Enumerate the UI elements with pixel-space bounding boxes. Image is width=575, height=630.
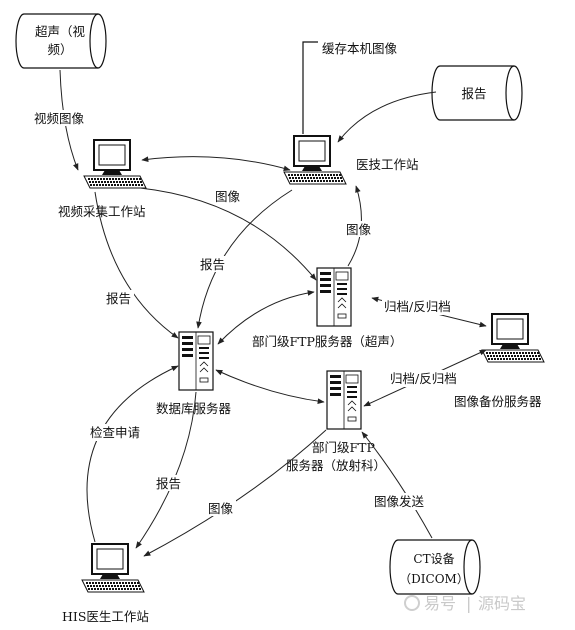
ct-device-label-line1: CT设备 — [413, 552, 454, 566]
ftp-server-radiology: 部门级FTP 服务器（放射科） — [286, 370, 386, 473]
edge-his-to-database — [86, 365, 179, 543]
edge-video-ws-to-ftp-ultrasound — [139, 187, 317, 281]
edge-label-report-2: 报告 — [106, 291, 131, 306]
medical-tech-workstation: 医技工作站 — [283, 135, 419, 185]
edge-ftp-ultrasound-database — [217, 290, 315, 345]
database-server: 数据库服务器 — [156, 331, 232, 416]
edge-label-image-send: 图像发送 — [374, 494, 425, 509]
edge-label-video-image: 视频图像 — [34, 111, 85, 126]
edge-label-exam-request: 检查申请 — [90, 425, 140, 440]
edge-ftp-radiology-to-his — [143, 429, 327, 557]
edge-label-image-1: 图像 — [215, 189, 241, 204]
watermark-name: 源码宝 — [478, 594, 526, 613]
video-capture-workstation: 视频采集工作站 — [58, 139, 147, 219]
edge-label-image-3: 图像 — [208, 501, 234, 516]
edge-database-to-his — [135, 391, 197, 549]
edge-database-ftp-radiology — [215, 369, 325, 404]
edge-ct-to-ftp-radiology — [361, 431, 433, 539]
edge-label-archive-1: 归档/反归档 — [384, 299, 451, 314]
edge-label-report-3: 报告 — [156, 476, 181, 491]
his-doctor-workstation: HIS医生工作站 — [62, 543, 149, 624]
ct-device-storage: CT设备 （DICOM） — [389, 539, 481, 595]
edge-video-ws-to-database — [94, 191, 179, 339]
edge-label-report-1: 报告 — [200, 257, 225, 272]
image-backup-server-label: 图像备份服务器 — [454, 394, 542, 409]
edge-report-to-medtech — [337, 91, 437, 143]
watermark-brand: 易号 — [424, 594, 456, 613]
ultrasound-source-label-line2: 频） — [47, 42, 72, 57]
edge-label-image-2: 图像 — [346, 222, 372, 237]
ftp-server-ultrasound-label: 部门级FTP服务器（超声） — [252, 334, 402, 349]
report-storage-label: 报告 — [461, 86, 486, 101]
ftp-server-radiology-label-line2: 服务器（放射科） — [286, 458, 386, 473]
cache-note-label: 缓存本机图像 — [322, 41, 398, 56]
medical-tech-workstation-label: 医技工作站 — [356, 157, 419, 172]
ftp-server-ultrasound: 部门级FTP服务器（超声） — [252, 267, 402, 349]
watermark-logo-icon — [404, 595, 420, 611]
image-backup-server: 图像备份服务器 — [454, 313, 545, 409]
ultrasound-source-storage: 超声（视 频） — [15, 13, 107, 69]
edge-medtech-to-database — [196, 189, 293, 329]
his-doctor-workstation-label: HIS医生工作站 — [62, 609, 149, 624]
edge-medtech-video-ws — [141, 156, 291, 171]
video-capture-workstation-label: 视频采集工作站 — [58, 204, 146, 219]
ultrasound-source-label-line1: 超声（视 — [35, 24, 86, 39]
edge-label-archive-2: 归档/反归档 — [390, 371, 457, 386]
ftp-server-radiology-label-line1: 部门级FTP — [312, 440, 375, 455]
watermark: 易号 | 源码宝 — [404, 594, 526, 613]
cache-note-bracket — [302, 41, 318, 134]
watermark-separator: | — [466, 594, 471, 613]
ct-device-label-line2: （DICOM） — [399, 572, 469, 586]
report-storage: 报告 — [431, 65, 523, 121]
